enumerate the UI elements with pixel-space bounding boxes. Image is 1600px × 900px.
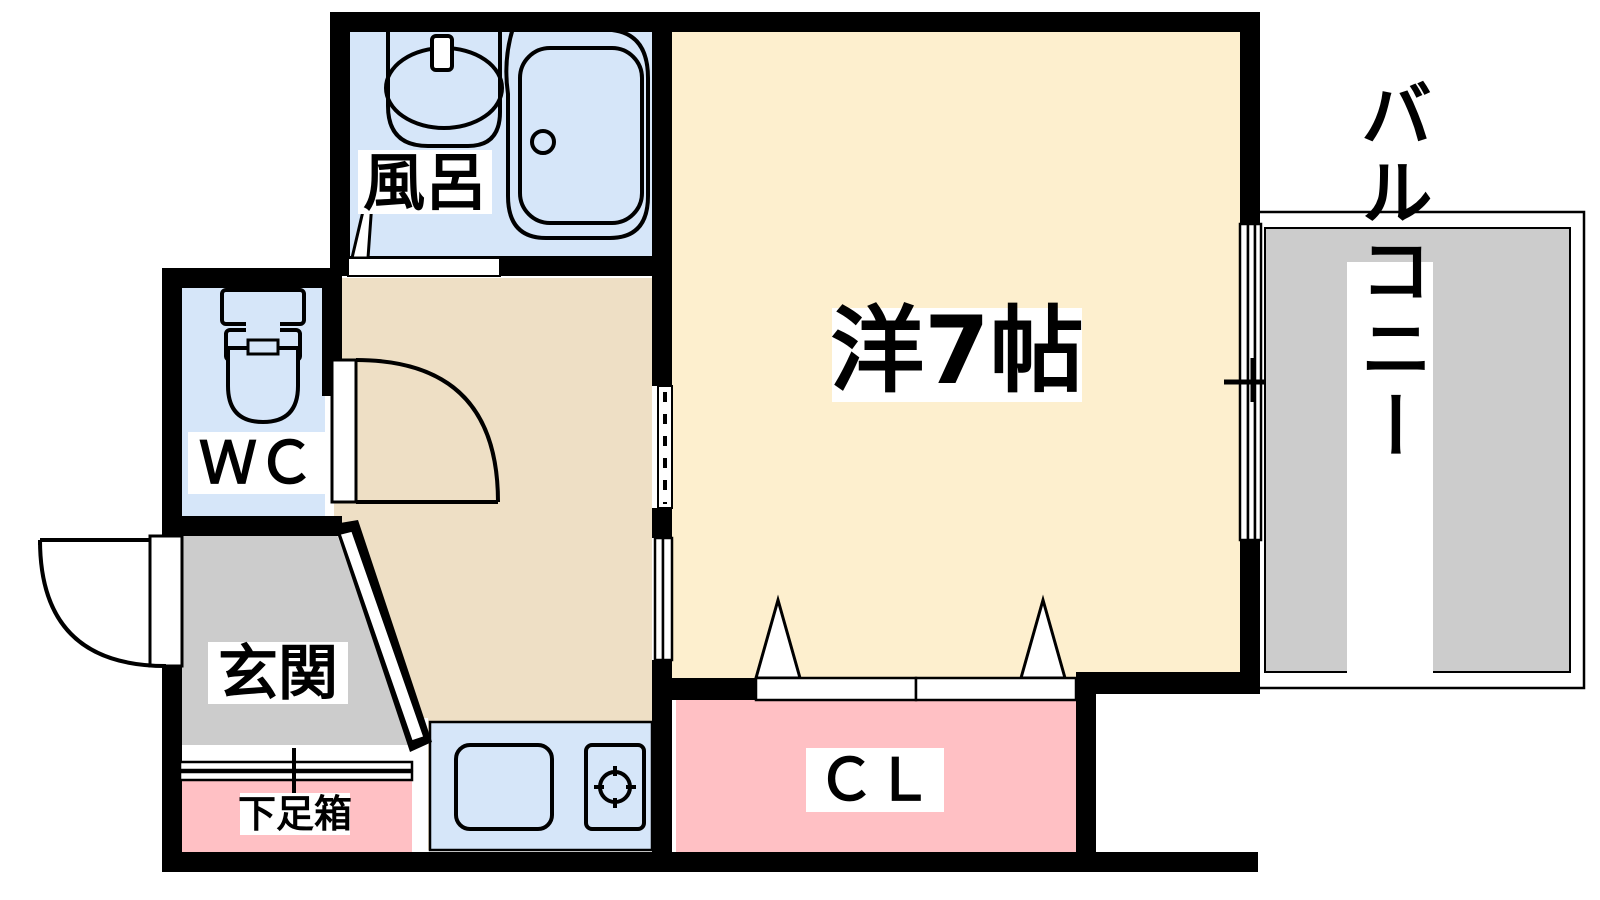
- wall-wc-left: [162, 268, 182, 536]
- entrance-diagonal-door-panel[interactable]: [339, 530, 425, 742]
- main-room-label-bg: [832, 308, 1082, 402]
- kitchen-sink-icon: [454, 743, 554, 831]
- shoe-box-label-group: 下足箱: [238, 792, 352, 836]
- shoe-box-label: 下足箱: [238, 792, 352, 836]
- entrance-door[interactable]: [38, 534, 184, 668]
- wall-room-bottom: [652, 852, 1258, 872]
- wall-entrance-left-lower: [162, 660, 182, 872]
- balcony-label-group: バルコニー: [1347, 77, 1433, 682]
- wall-room-right-lower: [1240, 538, 1260, 690]
- stove-burner-panel: [584, 743, 646, 831]
- wall-room-left: [652, 256, 672, 386]
- toilet-icon: [220, 288, 306, 425]
- washbasin-icon: [384, 30, 504, 148]
- wall-room-left-mid: [652, 508, 672, 538]
- entrance-label-bg: [208, 642, 348, 704]
- wall-top: [330, 12, 1258, 32]
- wall-wc-top: [162, 268, 342, 288]
- closet-label: ＣＬ: [817, 746, 933, 814]
- shoe-box-sliding-door[interactable]: [178, 748, 414, 796]
- bathtub-icon: [504, 25, 650, 240]
- wall-bath-left: [330, 12, 350, 274]
- shoe-box-label-bg: [240, 793, 350, 835]
- balcony-label-bg: [1347, 262, 1433, 682]
- stove-burner-icon: [594, 766, 636, 808]
- wc-label: ＷＣ: [199, 429, 315, 497]
- bath-label: 風呂: [363, 146, 487, 219]
- entrance-label: 玄関: [218, 639, 338, 709]
- wall-bath-right: [652, 12, 672, 274]
- wc-label-bg: [188, 432, 326, 494]
- closet-label-group: ＣＬ: [806, 746, 944, 814]
- main-room-label: 洋7帖: [830, 297, 1083, 406]
- bath-door-threshold[interactable]: [347, 257, 501, 277]
- wall-wc-bottom: [162, 516, 342, 536]
- hall-to-room-door[interactable]: [653, 385, 674, 662]
- wall-closet-right: [1076, 672, 1096, 862]
- bath-label-bg: [358, 150, 492, 214]
- balcony-label: バルコニー: [1348, 77, 1432, 467]
- closet-folding-doors[interactable]: [754, 594, 1078, 702]
- bath-label-group: 風呂: [358, 146, 492, 219]
- closet-label-bg: [806, 748, 944, 812]
- wc-label-group: ＷＣ: [188, 429, 326, 497]
- wall-entrance-bottom: [162, 852, 662, 872]
- wall-kitchen-right: [652, 700, 672, 852]
- wall-room-right-upper: [1240, 12, 1260, 224]
- entrance-label-group: 玄関: [208, 639, 348, 709]
- balcony-sliding-door[interactable]: [1224, 222, 1266, 542]
- wc-door[interactable]: [330, 358, 500, 504]
- main-room-label-group: 洋7帖: [830, 297, 1083, 406]
- wall-room-right-bottom-stub: [1076, 672, 1260, 694]
